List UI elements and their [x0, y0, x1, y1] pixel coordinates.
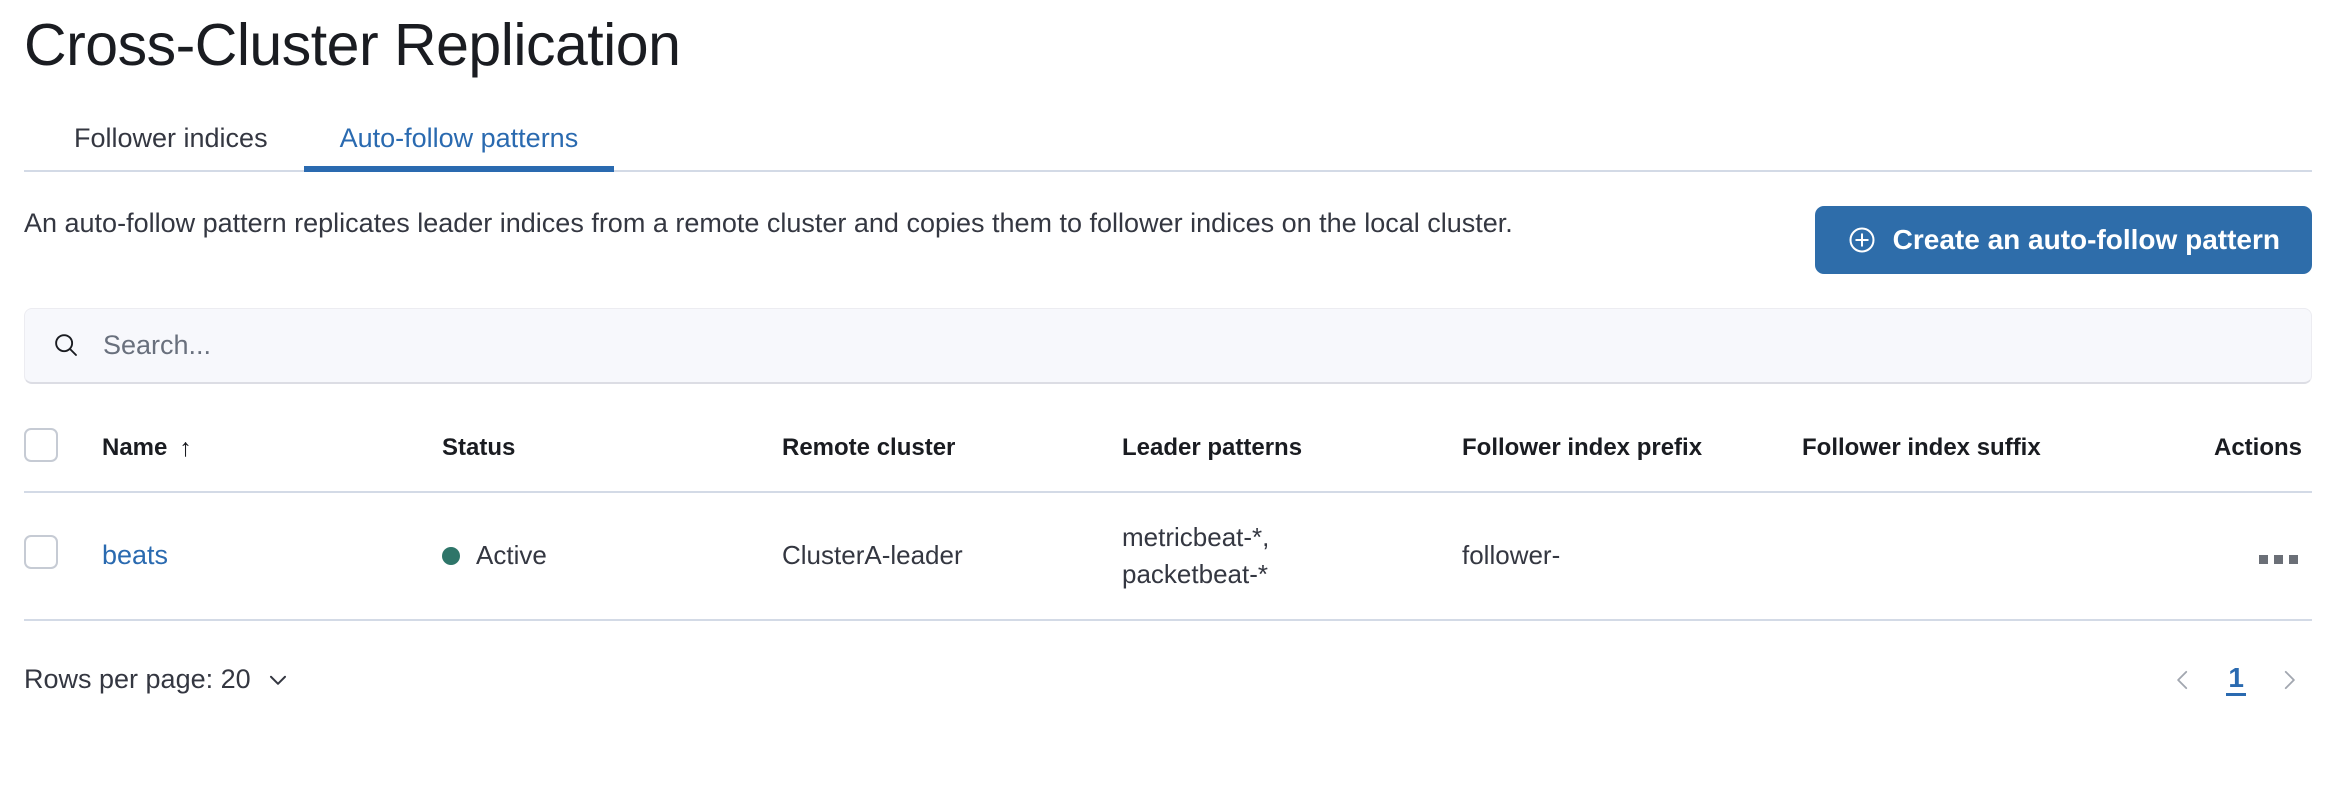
create-auto-follow-pattern-button[interactable]: Create an auto-follow pattern	[1814, 205, 2312, 274]
select-all-header	[24, 409, 102, 493]
search-bar[interactable]	[24, 307, 2312, 384]
page-description: An auto-follow pattern replicates leader…	[24, 207, 1513, 238]
dot	[2289, 554, 2298, 564]
column-header-status[interactable]: Status	[442, 409, 782, 493]
cell-status: Active	[442, 491, 782, 621]
status-badge: Active	[442, 540, 547, 571]
cell-follower-index-suffix	[1802, 491, 2162, 621]
status-dot-icon	[442, 546, 460, 565]
page-title: Cross-Cluster Replication	[24, 12, 681, 78]
pattern-name-link[interactable]: beats	[102, 540, 169, 571]
column-header-leader-patterns[interactable]: Leader patterns	[1122, 409, 1462, 493]
tab-follower-indices-label: Follower indices	[74, 122, 268, 153]
cell-follower-index-prefix: follower-	[1462, 491, 1802, 621]
leader-patterns-value: metricbeat-*, packetbeat-*	[1122, 521, 1270, 589]
tab-follower-indices[interactable]: Follower indices	[24, 122, 304, 170]
select-all-checkbox[interactable]	[24, 427, 58, 462]
sort-ascending-icon: ↑	[179, 433, 192, 462]
create-auto-follow-pattern-label: Create an auto-follow pattern	[1892, 223, 2280, 255]
column-header-name-label: Name	[102, 434, 168, 462]
tab-auto-follow-patterns[interactable]: Auto-follow patterns	[303, 122, 615, 172]
pagination-page-1[interactable]: 1	[2226, 662, 2246, 697]
chevron-down-icon	[265, 667, 291, 693]
rows-per-page-label: Rows per page: 20	[24, 664, 251, 695]
search-input[interactable]	[101, 328, 2285, 362]
status-label: Active	[476, 540, 547, 570]
dot	[2259, 554, 2268, 564]
tab-auto-follow-patterns-label: Auto-follow patterns	[339, 122, 579, 153]
column-header-follower-index-prefix[interactable]: Follower index prefix	[1462, 409, 1802, 493]
ellipsis-horizontal-icon[interactable]	[2255, 547, 2302, 572]
cell-actions	[2162, 491, 2312, 621]
column-header-remote-cluster[interactable]: Remote cluster	[782, 409, 1122, 493]
tab-bar: Follower indices Auto-follow patterns	[24, 110, 2312, 172]
cell-leader-patterns: metricbeat-*, packetbeat-*	[1122, 491, 1462, 621]
row-select-checkbox[interactable]	[24, 535, 58, 570]
intro-section: An auto-follow pattern replicates leader…	[24, 204, 2312, 274]
table-footer: Rows per page: 20 1	[24, 662, 2312, 697]
plus-in-circle-icon	[1847, 225, 1877, 255]
auto-follow-patterns-table: Name ↑ Status Remote cluster Leader patt…	[24, 409, 2312, 621]
chevron-left-icon[interactable]	[2170, 667, 2196, 693]
pagination: 1	[2170, 662, 2302, 697]
table-header: Name ↑ Status Remote cluster Leader patt…	[24, 409, 2312, 493]
cell-remote-cluster: ClusterA-leader	[782, 491, 1122, 621]
column-header-name[interactable]: Name ↑	[102, 409, 442, 493]
row-select-cell	[24, 491, 102, 621]
table-body: beats Active ClusterA-leader metricbeat-…	[24, 491, 2312, 621]
sort-by-name[interactable]: Name ↑	[102, 434, 192, 462]
cell-name: beats	[102, 491, 442, 621]
column-header-follower-index-suffix[interactable]: Follower index suffix	[1802, 409, 2162, 493]
table-header-row: Name ↑ Status Remote cluster Leader patt…	[24, 409, 2312, 493]
table-row[interactable]: beats Active ClusterA-leader metricbeat-…	[24, 491, 2312, 621]
column-header-actions: Actions	[2162, 409, 2312, 493]
chevron-right-icon[interactable]	[2276, 667, 2302, 693]
dot	[2274, 554, 2283, 564]
search-icon	[51, 330, 81, 360]
rows-per-page-selector[interactable]: Rows per page: 20	[24, 664, 291, 695]
